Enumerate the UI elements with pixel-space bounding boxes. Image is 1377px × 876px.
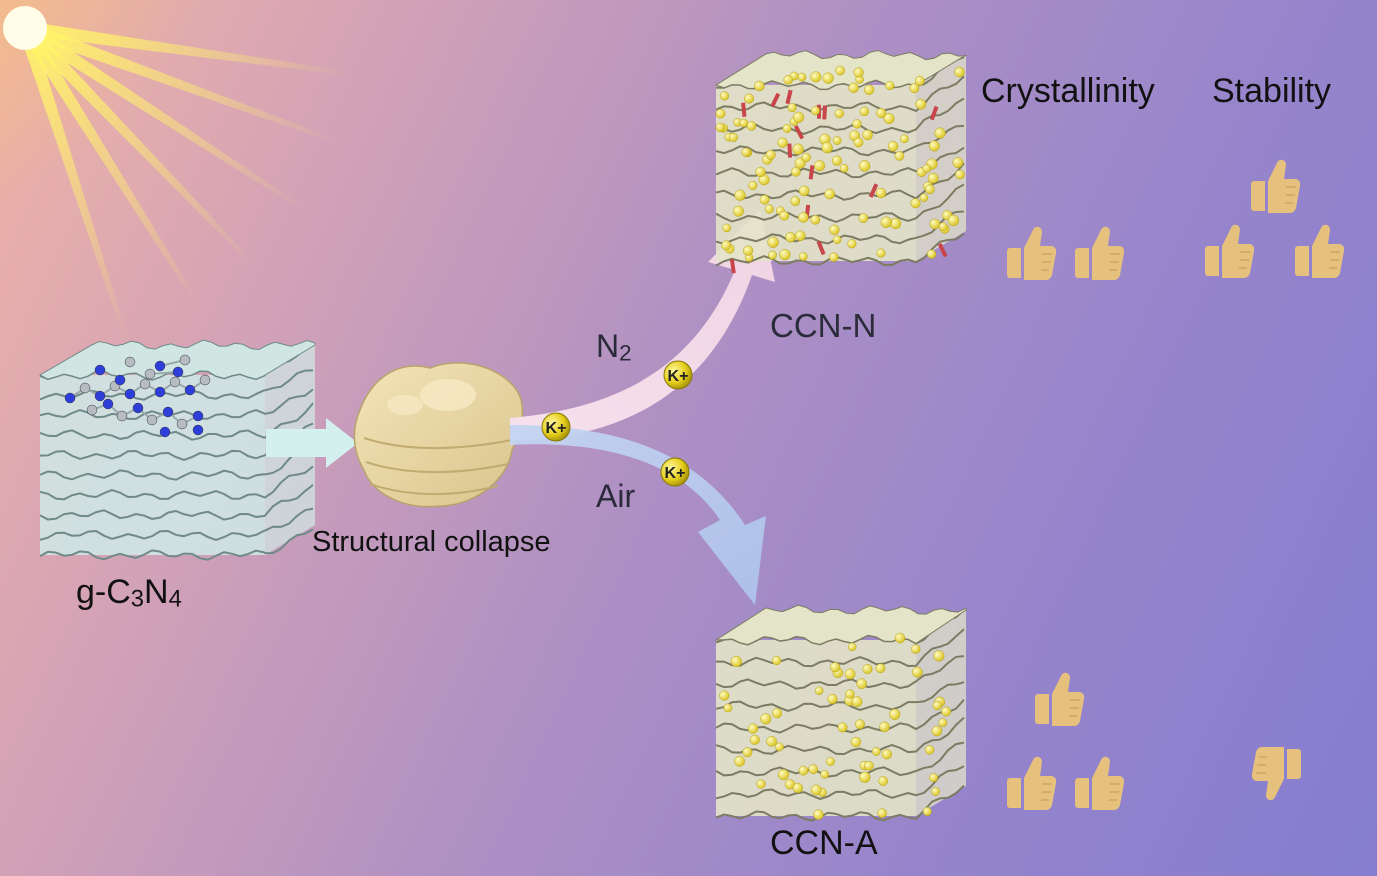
ccn-n-layer-stack xyxy=(714,49,967,274)
thumbs-up-icon xyxy=(1250,159,1300,214)
stability-label: Stability xyxy=(1212,72,1332,110)
ccn-a-crystallinity-rating xyxy=(1006,672,1124,811)
structural-collapse-label: Structural collapse xyxy=(312,526,551,558)
thumbs-up-icon xyxy=(1034,672,1084,727)
thumbs-up-icon xyxy=(1074,756,1124,811)
thumbs-up-icon xyxy=(1204,224,1254,279)
ccn-a-label: CCN-A xyxy=(770,824,878,862)
k-ion-marker: K+ xyxy=(660,457,690,487)
ccn-a-layer-stack xyxy=(714,604,967,822)
ccn-n-stability-rating xyxy=(1204,159,1344,279)
thumbs-up-icon xyxy=(1074,226,1124,281)
gcn-layer-stack xyxy=(38,339,316,561)
ccn-n-crystallinity-rating xyxy=(1006,226,1124,281)
ccn-a-stability-rating xyxy=(1252,746,1302,801)
ccn-n-label: CCN-N xyxy=(770,307,877,344)
svg-text:K+: K+ xyxy=(546,420,567,437)
molecule-structure xyxy=(64,354,211,438)
sun-icon xyxy=(0,0,353,343)
svg-text:K+: K+ xyxy=(668,368,689,385)
thumbs-down-icon xyxy=(1252,746,1302,801)
svg-text:K+: K+ xyxy=(665,465,686,482)
n2-label: N2 xyxy=(596,328,632,366)
thumbs-up-icon xyxy=(1294,224,1344,279)
thumbs-up-icon xyxy=(1006,756,1056,811)
gcn-label: g-C3N4 xyxy=(76,573,182,613)
collapsed-structure xyxy=(353,362,524,508)
k-ion-marker: K+ xyxy=(663,360,693,390)
air-arrow xyxy=(510,425,766,605)
air-label: Air xyxy=(596,478,636,514)
thumbs-up-icon xyxy=(1006,226,1056,281)
k-ion-marker: K+ xyxy=(541,412,571,442)
crystallinity-label: Crystallinity xyxy=(981,72,1155,110)
process-arrow xyxy=(266,418,358,468)
